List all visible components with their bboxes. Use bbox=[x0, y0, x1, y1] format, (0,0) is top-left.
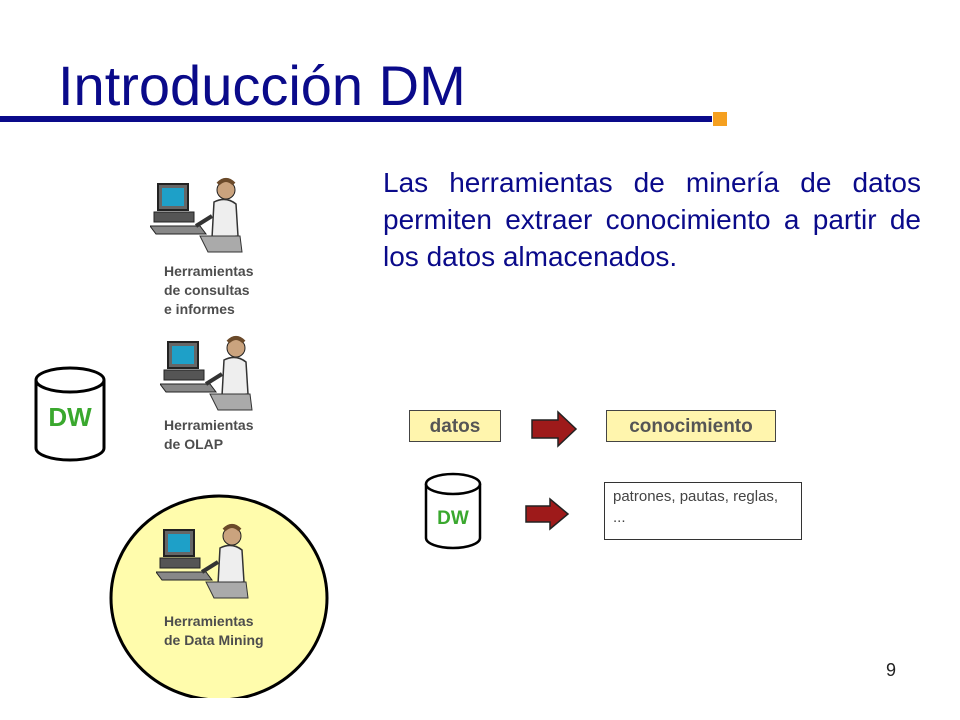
arrow-right-icon bbox=[531, 410, 578, 448]
computer-user-icon bbox=[160, 336, 253, 411]
slide-title: Introducción DM bbox=[58, 54, 466, 117]
tool-label-olap: Herramientas de OLAP bbox=[164, 417, 254, 452]
tag-datos: datos bbox=[409, 410, 501, 442]
dw-cylinder-right: DW bbox=[424, 472, 482, 550]
intro-text: Las herramientas de minería de datos per… bbox=[383, 167, 921, 272]
computer-user-icon bbox=[156, 524, 249, 599]
title-accent-square bbox=[713, 112, 727, 126]
arrow-right-icon bbox=[525, 497, 570, 531]
dw-cylinder-left: DW bbox=[34, 366, 106, 462]
computer-user-icon bbox=[150, 178, 243, 253]
tag-conocimiento: conocimiento bbox=[606, 410, 776, 442]
tool-label-consultas: Herramientas de consultas e informes bbox=[164, 263, 254, 317]
page-number: 9 bbox=[886, 660, 897, 680]
title-underline bbox=[0, 116, 712, 122]
dw-label-left: DW bbox=[48, 402, 92, 432]
tool-label-data-mining: Herramientas de Data Mining bbox=[164, 613, 264, 648]
result-box: patrones, pautas, reglas, ... bbox=[604, 482, 802, 540]
dw-label-right: DW bbox=[437, 508, 469, 529]
